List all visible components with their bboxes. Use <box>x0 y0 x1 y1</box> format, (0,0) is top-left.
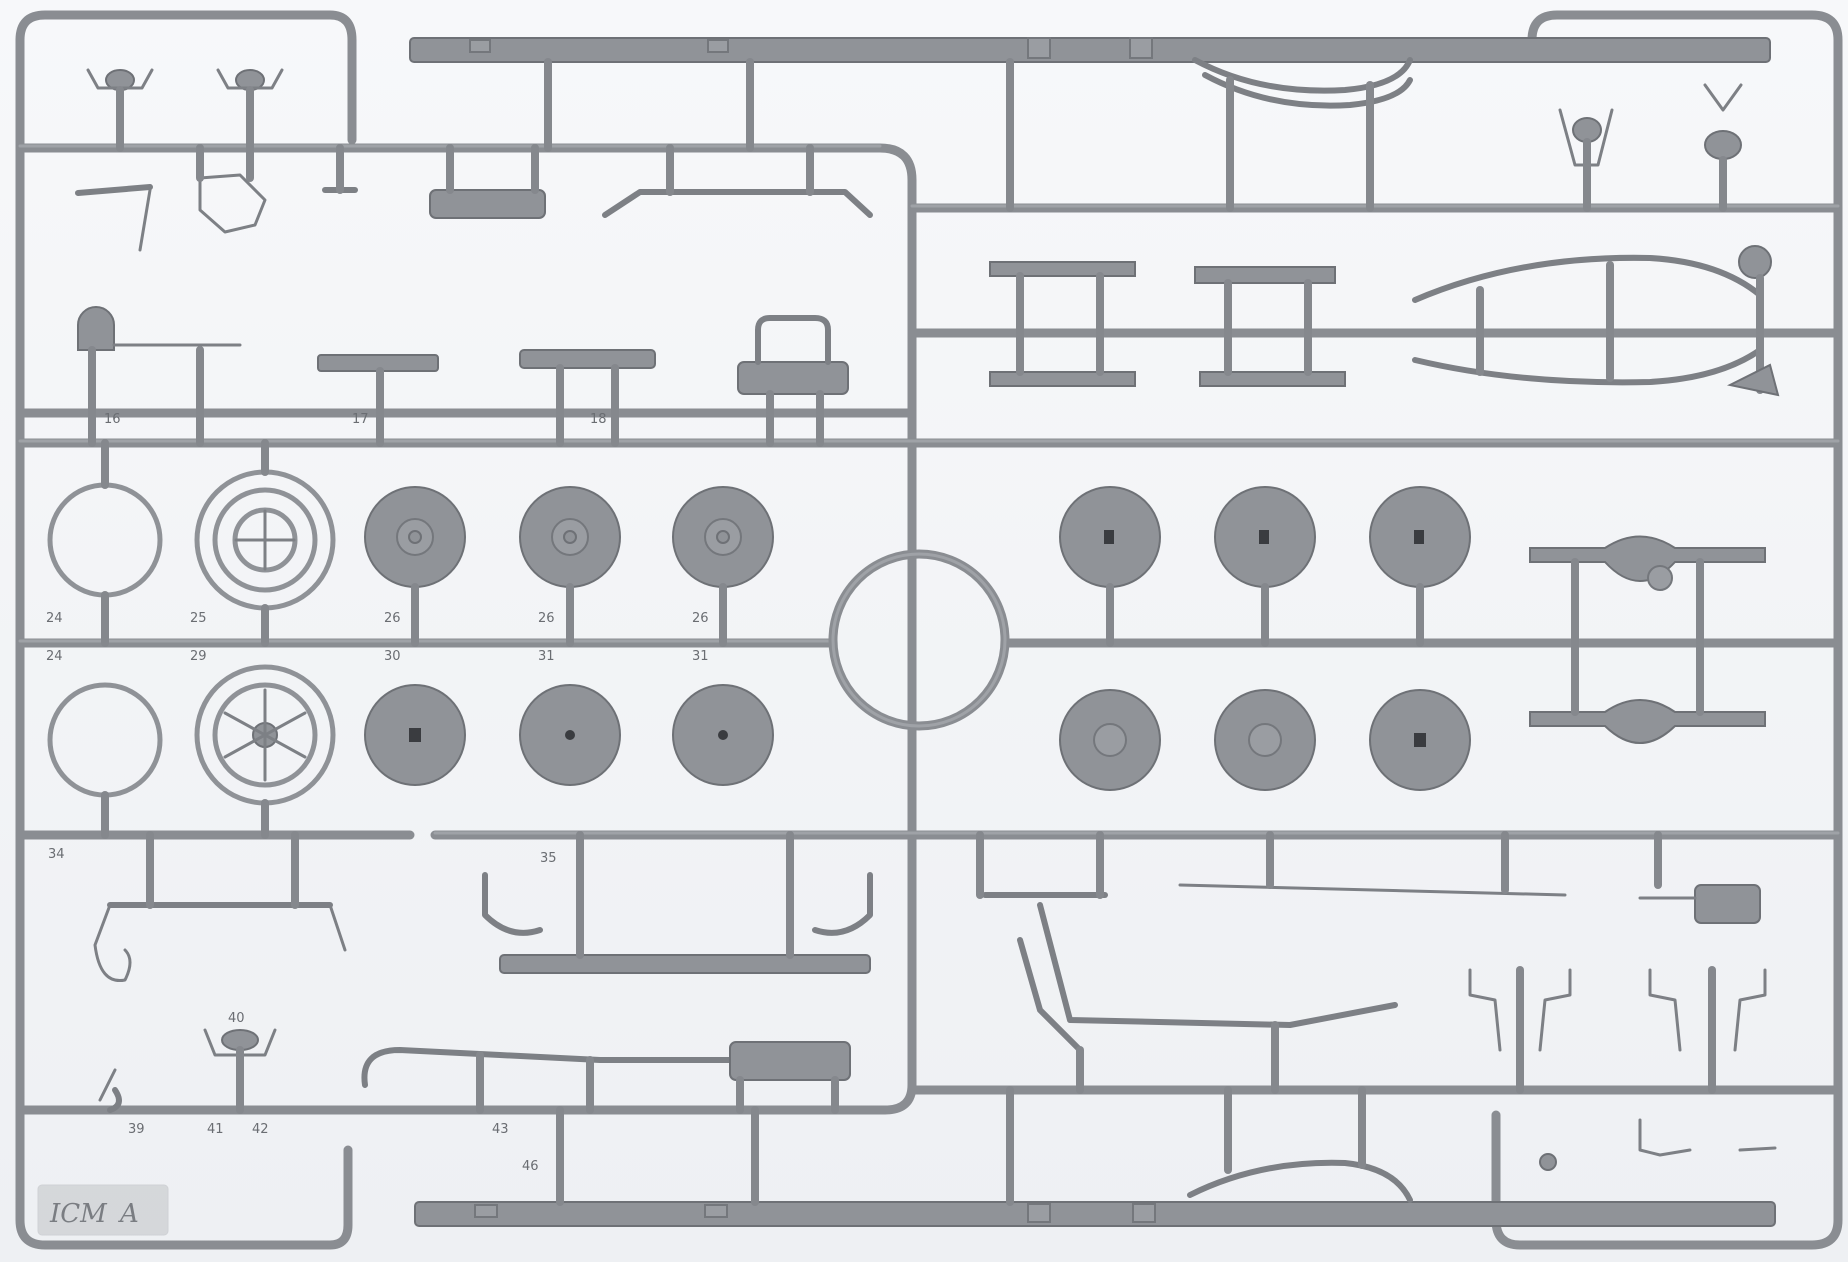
parts-lower-right <box>976 831 1777 1171</box>
tire-ring-24a <box>47 482 163 598</box>
part-number: 17 <box>352 412 369 427</box>
part-number: 39 <box>128 1122 145 1137</box>
parts-row2-left <box>77 306 849 447</box>
wheel-drums-right-row1 <box>1059 486 1471 588</box>
part-number: 26 <box>538 611 555 626</box>
bottom-chassis-rail <box>414 1086 1776 1227</box>
wheels-row2 <box>47 664 1471 839</box>
part-number: 26 <box>692 611 709 626</box>
part-number: 18 <box>590 412 607 427</box>
brand-tag: ICM A <box>37 1184 169 1236</box>
part-number: 25 <box>190 611 207 626</box>
wheel-frame-29 <box>194 664 336 806</box>
part-number-labels: 16 17 18 24 25 26 26 26 24 29 30 31 31 3… <box>46 412 709 1174</box>
wheel-hubs-right-row2 <box>1059 689 1471 791</box>
wheel-disc-31b <box>672 684 774 786</box>
part-number: 24 <box>46 649 63 664</box>
wheel-disc-31a <box>519 684 621 786</box>
wheels-row1 <box>47 439 1471 647</box>
part-number: 41 <box>207 1122 224 1137</box>
parts-lower-left <box>93 831 873 1114</box>
part-number: 35 <box>540 851 557 866</box>
part-number: 34 <box>48 847 65 862</box>
part-number: 29 <box>190 649 207 664</box>
parts-right-top <box>989 83 1780 397</box>
part-number: 31 <box>692 649 709 664</box>
part-number: 26 <box>384 611 401 626</box>
tire-ring-24b <box>47 682 163 798</box>
part-number: 42 <box>252 1122 269 1137</box>
wheel-hub-26c <box>672 486 774 588</box>
axles-right <box>1529 535 1766 744</box>
frame-runners <box>15 10 1843 1250</box>
wheel-hub-26a <box>364 486 466 588</box>
wheel-hub-26b <box>519 486 621 588</box>
part-number: 16 <box>104 412 121 427</box>
parts-top-left <box>75 68 873 252</box>
part-number: 43 <box>492 1122 509 1137</box>
top-chassis-rail <box>409 37 1771 212</box>
part-number: 31 <box>538 649 555 664</box>
part-number: 30 <box>384 649 401 664</box>
part-number: 40 <box>228 1011 245 1026</box>
brand-logo: ICM <box>49 1199 108 1229</box>
wheel-drum-30 <box>364 684 466 786</box>
sprue-letter: A <box>118 1199 139 1229</box>
part-number: 24 <box>46 611 63 626</box>
part-number: 46 <box>522 1159 539 1174</box>
